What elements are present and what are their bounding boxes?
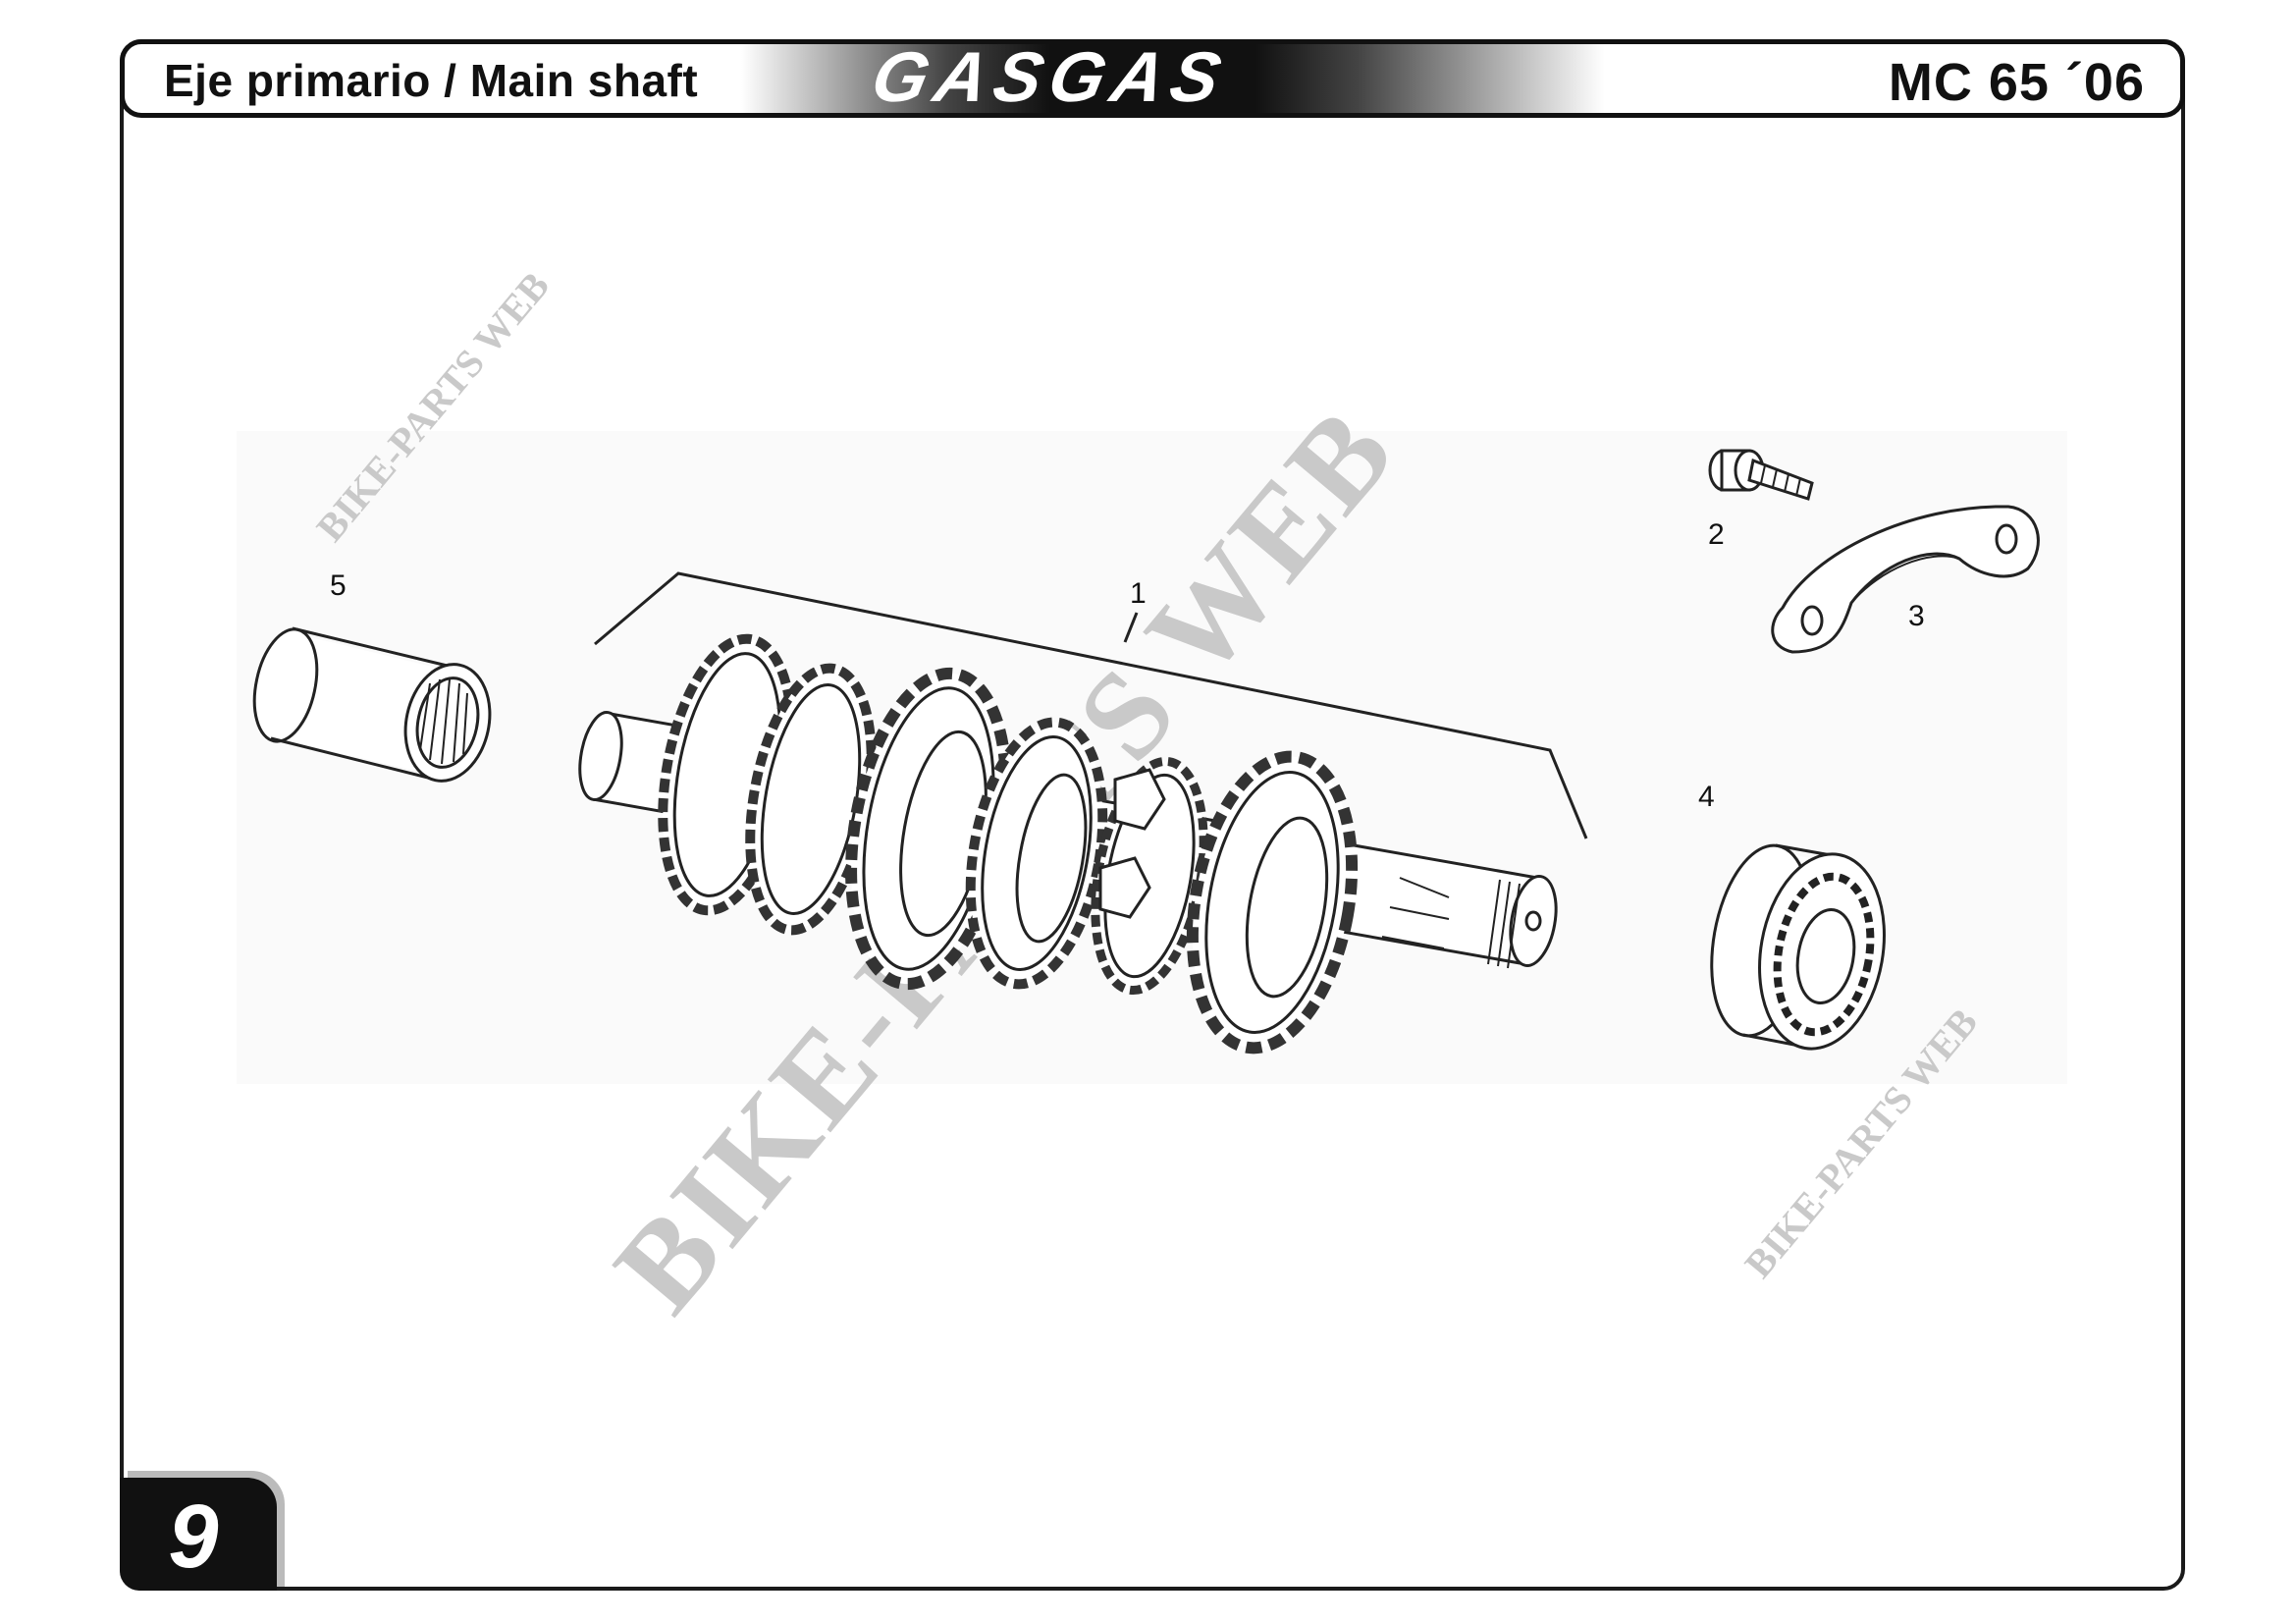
page-title: Eje primario / Main shaft bbox=[164, 55, 699, 106]
part-1-leader bbox=[1123, 612, 1139, 643]
exploded-view-diagram: BIKE-PARTS WEB BIKE-PARTS WEB BIKE-PARTS… bbox=[237, 263, 2067, 1337]
header-bar: Eje primario / Main shaft GASGAS MC 65 ´… bbox=[120, 39, 2185, 118]
brand-logo-text: GASGAS bbox=[871, 44, 1235, 113]
part-1-main-shaft bbox=[578, 633, 1558, 1055]
callout-3: 3 bbox=[1908, 600, 1925, 632]
callout-2: 2 bbox=[1708, 518, 1725, 551]
part-3-retaining-plate bbox=[1771, 505, 2040, 654]
part-4-ball-bearing bbox=[1710, 843, 1886, 1051]
model-label: MC 65 ´06 bbox=[1888, 53, 2145, 112]
callout-1: 1 bbox=[1130, 577, 1147, 610]
part-2-bolt bbox=[1708, 449, 1814, 501]
callout-4: 4 bbox=[1698, 781, 1715, 813]
page-badge bbox=[120, 1478, 277, 1591]
part-5-needle-bearing bbox=[252, 626, 492, 783]
part-1-bracket bbox=[594, 571, 1588, 839]
page-number: 9 bbox=[168, 1487, 219, 1587]
brand-logo: GASGAS bbox=[871, 44, 1235, 113]
callout-5: 5 bbox=[330, 569, 347, 602]
